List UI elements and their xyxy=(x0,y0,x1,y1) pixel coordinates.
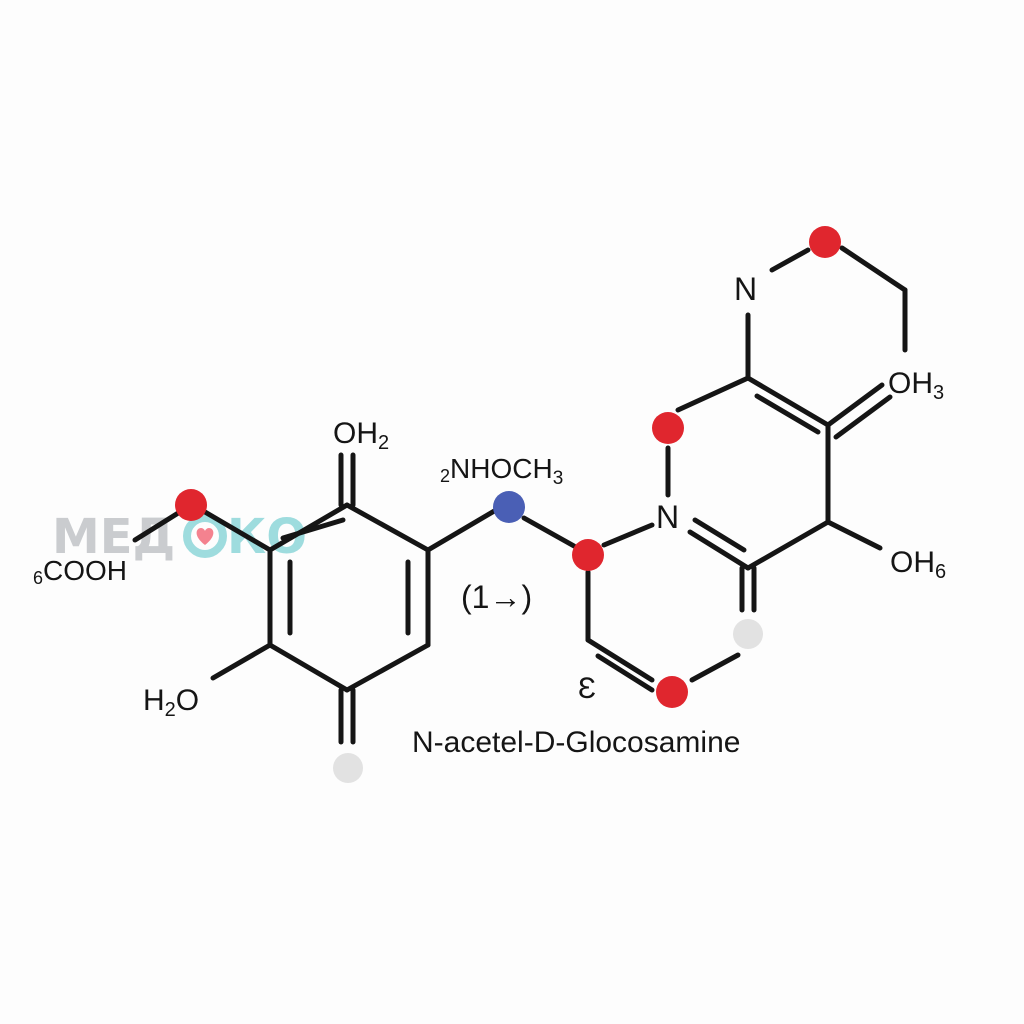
diagram-caption: N-acetel-D-Glocosamine xyxy=(412,726,740,759)
bond xyxy=(210,642,273,681)
heart-icon xyxy=(196,528,214,545)
hydrogen-atom xyxy=(733,619,763,649)
label-right-top: OH3 xyxy=(888,367,944,404)
label-left-bottom: H2O xyxy=(143,684,199,721)
bond xyxy=(825,519,883,551)
bond xyxy=(745,375,831,428)
labels: OH2 6COOH H2O 2NHOCH3 (1→) N N OH3 OH6 Ɛ… xyxy=(33,271,946,759)
bond xyxy=(769,247,811,273)
watermark-ring xyxy=(183,514,227,558)
oxygen-atom xyxy=(652,412,684,444)
label-center-top: 2NHOCH3 xyxy=(440,453,563,489)
bond xyxy=(202,509,273,553)
linkage-label: (1→) xyxy=(461,579,532,615)
symbol-label: Ɛ xyxy=(578,672,596,705)
right-ring xyxy=(585,245,908,693)
bond xyxy=(825,382,885,428)
bond xyxy=(595,653,655,693)
bond xyxy=(344,502,431,553)
bond xyxy=(521,515,577,549)
linker xyxy=(425,507,655,643)
bond xyxy=(280,517,346,541)
bond xyxy=(687,529,751,571)
nitrogen-atom xyxy=(493,491,525,523)
bond xyxy=(267,642,350,693)
bond xyxy=(833,394,893,440)
oxygen-atom xyxy=(175,489,207,521)
bond xyxy=(425,507,499,553)
hydrogen-atom xyxy=(333,753,363,783)
bond xyxy=(745,519,831,571)
bond xyxy=(267,502,350,553)
left-ring xyxy=(132,452,431,745)
bond xyxy=(689,652,741,683)
nitrogen-label-top: N xyxy=(734,271,757,307)
bond xyxy=(675,375,751,413)
bond xyxy=(585,637,655,683)
label-left-top: OH2 xyxy=(333,417,389,454)
atoms xyxy=(175,226,841,783)
bond xyxy=(601,522,655,548)
label-right-mid: OH6 xyxy=(890,546,946,583)
watermark-text-left: МЕД xyxy=(52,509,175,565)
bond xyxy=(754,393,821,435)
oxygen-atom xyxy=(572,539,604,571)
nitrogen-label-mid: N xyxy=(656,499,679,535)
bond xyxy=(839,245,908,293)
bond xyxy=(692,517,747,553)
oxygen-atom xyxy=(809,226,841,258)
oxygen-atom xyxy=(656,676,688,708)
label-left-side: 6COOH xyxy=(33,555,127,588)
bond xyxy=(344,642,431,693)
